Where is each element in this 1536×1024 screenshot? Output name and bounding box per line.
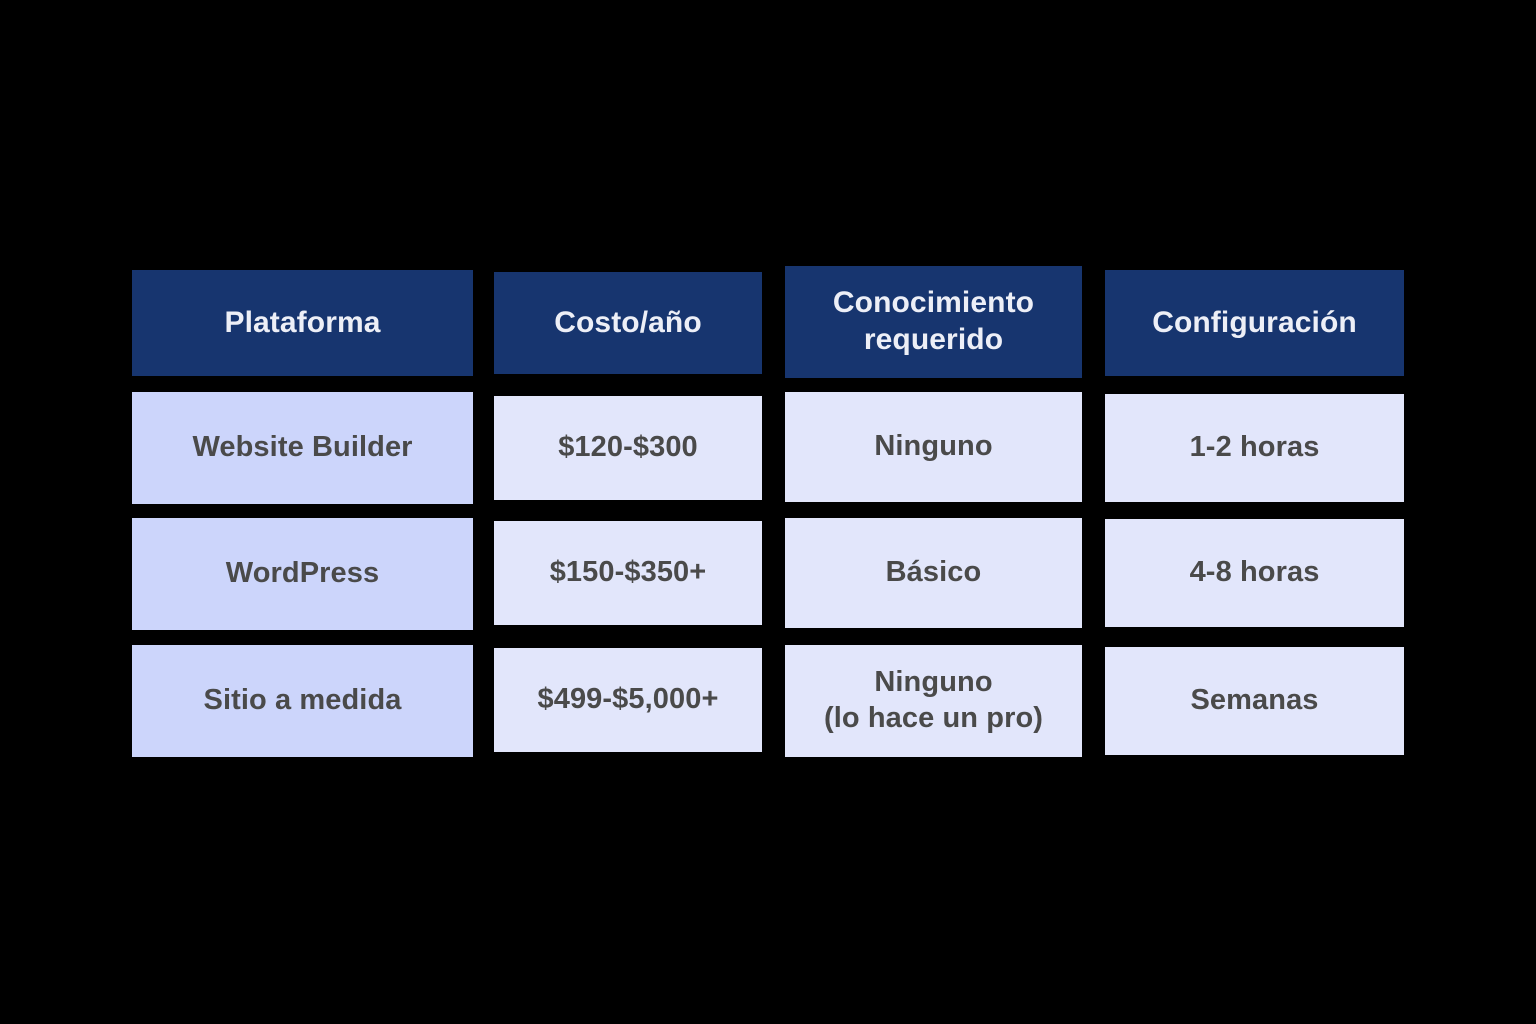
table-row: Sitio a medida <box>132 645 473 757</box>
cell-conocimiento: Ninguno (lo hace un pro) <box>823 666 1044 734</box>
cell-conocimiento: Ninguno <box>874 430 993 463</box>
table-header-cell-plataforma: Plataforma <box>132 270 473 376</box>
table-row: 1-2 horas <box>1105 394 1404 502</box>
table-row: 4-8 horas <box>1105 519 1404 627</box>
table-header-cell-conocimiento: Conocimiento requerido <box>785 266 1082 378</box>
table-header-cell-costo: Costo/año <box>494 272 762 374</box>
cell-plataforma: WordPress <box>225 557 380 590</box>
cell-plataforma: Sitio a medida <box>203 684 402 717</box>
table-row: Básico <box>785 518 1082 628</box>
cell-costo: $120-$300 <box>558 431 698 464</box>
cell-configuracion: 4-8 horas <box>1189 556 1320 589</box>
table-header-label: Configuración <box>1152 305 1357 339</box>
table-header-label: Costo/año <box>554 305 702 339</box>
cell-configuracion: Semanas <box>1190 684 1319 717</box>
table-row: $150-$350+ <box>494 521 762 625</box>
table-row: WordPress <box>132 518 473 630</box>
cell-costo: $499-$5,000+ <box>537 683 719 716</box>
cell-configuracion: 1-2 horas <box>1189 431 1320 464</box>
table-header-cell-configuracion: Configuración <box>1105 270 1404 376</box>
table-header-label: Conocimiento requerido <box>832 286 1035 356</box>
cell-conocimiento: Básico <box>885 556 982 589</box>
table-row: $499-$5,000+ <box>494 648 762 752</box>
table-row: $120-$300 <box>494 396 762 500</box>
table-row: Semanas <box>1105 647 1404 755</box>
table-row: Ninguno <box>785 392 1082 502</box>
cell-costo: $150-$350+ <box>549 556 707 589</box>
table-header-label: Plataforma <box>224 305 381 339</box>
table-row: Website Builder <box>132 392 473 504</box>
table-row: Ninguno (lo hace un pro) <box>785 645 1082 757</box>
cell-plataforma: Website Builder <box>192 431 413 464</box>
